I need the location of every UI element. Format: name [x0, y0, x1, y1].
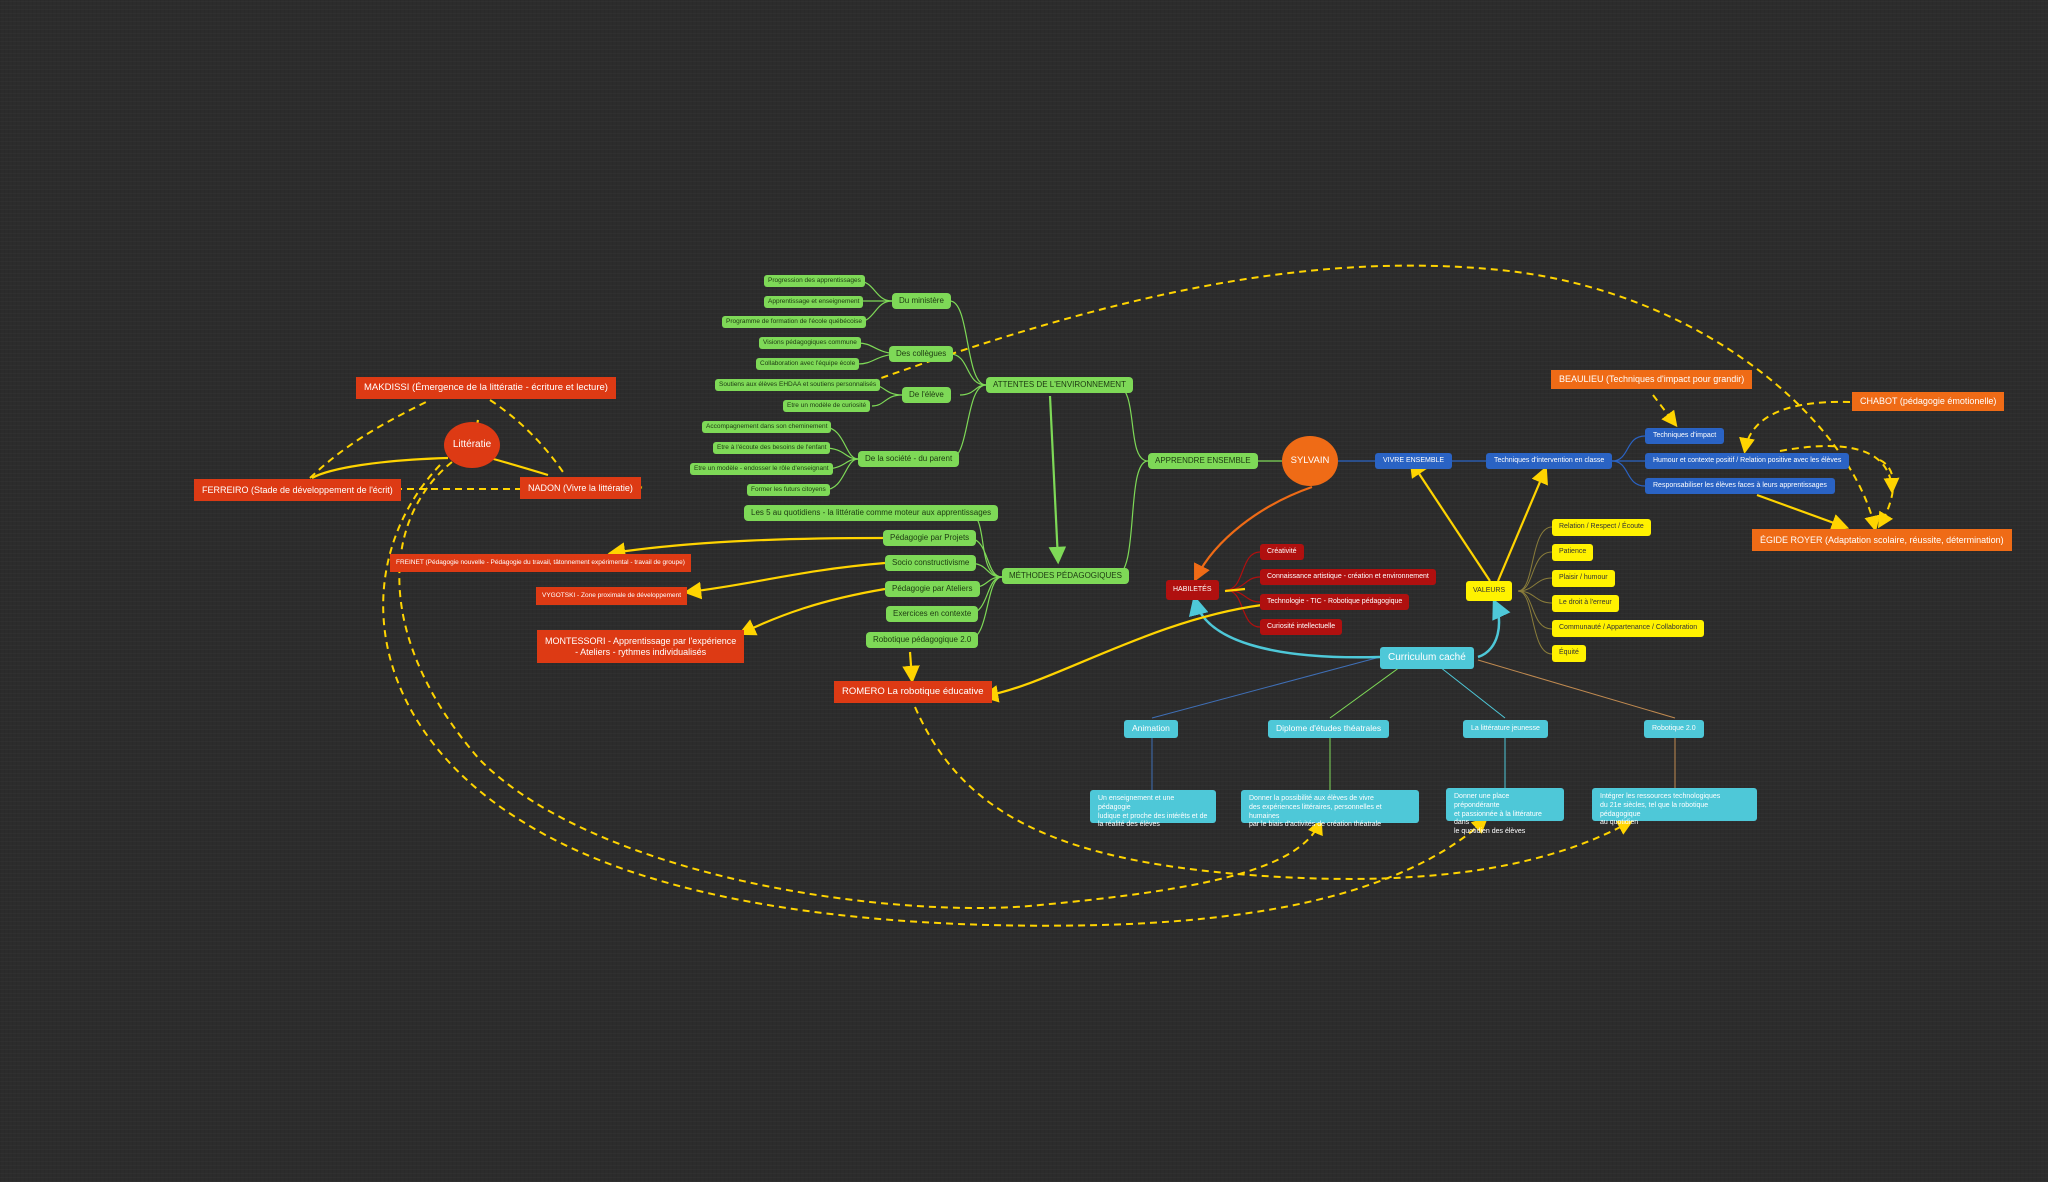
valeur-patience[interactable]: Patience — [1552, 544, 1594, 561]
montessori-line-1: MONTESSORI - Apprentissage par l'expérie… — [545, 636, 737, 647]
habilete-curiosite[interactable]: Curiosité intellectuelle — [1260, 619, 1343, 635]
vygotski-node[interactable]: VYGOTSKI - Zone proximale de développeme… — [536, 587, 688, 605]
leaf-soutiens[interactable]: Soutiens aux élèves EHDAA et soutiens pe… — [715, 379, 881, 391]
habilete-creativite[interactable]: Créativité — [1260, 544, 1304, 560]
leaf-citoyens[interactable]: Former les futurs citoyens — [747, 484, 830, 496]
valeur-equite[interactable]: Équité — [1552, 645, 1586, 662]
curriculum-diplome[interactable]: Diplome d'études théatrales — [1268, 720, 1390, 738]
leaf-progression[interactable]: Progression des apprentissages — [764, 275, 865, 287]
method-5-quotidiens[interactable]: Les 5 au quotidiens - la littératie comm… — [744, 505, 999, 521]
curriculum-animation[interactable]: Animation — [1124, 720, 1178, 738]
leaf-modele-role[interactable]: Etre un modèle - endosser le rôle d'ense… — [690, 463, 833, 475]
curriculum-litterature-desc[interactable]: Donner une place prépondérante et passio… — [1446, 788, 1564, 835]
node-eleve[interactable]: De l'élève — [902, 387, 951, 403]
valeur-erreur[interactable]: Le droit à l'erreur — [1552, 595, 1619, 612]
sylvain-central-node[interactable]: SYLVAIN — [1282, 436, 1338, 486]
method-socio[interactable]: Socio constructivisme — [885, 555, 977, 571]
tech-responsabiliser[interactable]: Responsabiliser les élèves faces à leurs… — [1645, 478, 1835, 494]
node-techniques-intervention[interactable]: Techniques d'intervention en classe — [1486, 453, 1613, 469]
leaf-apprentissage[interactable]: Apprentissage et enseignement — [764, 296, 864, 308]
curriculum-animation-desc[interactable]: Un enseignement et une pédagogie ludique… — [1090, 790, 1216, 828]
node-methodes[interactable]: MÉTHODES PÉDAGOGIQUES — [1002, 568, 1129, 584]
litteratie-node[interactable]: Littératie — [444, 422, 500, 468]
leaf-programme[interactable]: Programme de formation de l'école québéc… — [722, 316, 867, 328]
node-ministere[interactable]: Du ministère — [892, 293, 951, 309]
chabot-node[interactable]: CHABOT (pédagogie émotionelle) — [1852, 392, 2005, 411]
valeur-plaisir[interactable]: Plaisir / humour — [1552, 570, 1615, 587]
method-robotique[interactable]: Robotique pédagogique 2.0 — [866, 632, 979, 648]
node-societe[interactable]: De la société - du parent — [858, 451, 960, 467]
curriculum-diplome-desc[interactable]: Donner la possibilité aux élèves de vivr… — [1241, 790, 1419, 828]
node-collegues[interactable]: Des collègues — [889, 346, 954, 362]
node-valeurs[interactable]: VALEURS — [1466, 581, 1513, 601]
curriculum-robotique-desc[interactable]: Intégrer les ressources technologiques d… — [1592, 788, 1757, 826]
node-vivre-ensemble[interactable]: VIVRE ENSEMBLE — [1375, 453, 1453, 469]
makdissi-node[interactable]: MAKDISSI (Émergence de la littératie - é… — [356, 377, 616, 399]
freinet-node[interactable]: FREINET (Pédagogie nouvelle - Pédagogie … — [390, 554, 691, 572]
curriculum-robotique[interactable]: Robotique 2.0 — [1644, 720, 1704, 738]
habilete-connaissance[interactable]: Connaissance artistique - création et en… — [1260, 569, 1436, 585]
method-projets[interactable]: Pédagogie par Projets — [883, 530, 977, 546]
egide-royer-node[interactable]: ÉGIDE ROYER (Adaptation scolaire, réussi… — [1752, 529, 2012, 551]
ferreiro-node[interactable]: FERREIRO (Stade de développement de l'éc… — [194, 479, 401, 501]
beaulieu-node[interactable]: BEAULIEU (Techniques d'impact pour grand… — [1551, 370, 1753, 389]
leaf-accompagnement[interactable]: Accompagnement dans son cheminement — [702, 421, 832, 433]
valeur-communaute[interactable]: Communauté / Appartenance / Collaboratio… — [1552, 620, 1705, 637]
habilete-technologie[interactable]: Technologie - TIC - Robotique pédagogiqu… — [1260, 594, 1410, 610]
montessori-line-2: - Ateliers - rythmes individualisés — [575, 646, 707, 657]
node-apprendre-ensemble[interactable]: APPRENDRE ENSEMBLE — [1148, 453, 1258, 469]
montessori-node[interactable]: MONTESSORI - Apprentissage par l'expérie… — [537, 630, 745, 663]
node-attentes[interactable]: ATTENTES DE L'ENVIRONNEMENT — [986, 377, 1133, 393]
method-exercices[interactable]: Exercices en contexte — [886, 606, 979, 622]
curriculum-litterature[interactable]: La littérature jeunesse — [1463, 720, 1548, 738]
node-habiletes[interactable]: HABILETÉS — [1166, 580, 1219, 600]
nadon-node[interactable]: NADON (Vivre la littératie) — [520, 477, 641, 499]
leaf-collaboration[interactable]: Collaboration avec l'équipe école — [756, 358, 860, 370]
method-ateliers[interactable]: Pédagogie par Ateliers — [885, 581, 980, 597]
node-curriculum-cache[interactable]: Curriculum caché — [1380, 647, 1474, 669]
romero-node[interactable]: ROMERO La robotique éducative — [834, 681, 992, 703]
leaf-ecoute-besoins[interactable]: Etre à l'écoute des besoins de l'enfant — [713, 442, 831, 454]
leaf-modele-curiosite[interactable]: Etre un modèle de curiosité — [783, 400, 871, 412]
tech-impact[interactable]: Techniques d'impact — [1645, 428, 1725, 444]
tech-humour[interactable]: Humour et contexte positif / Relation po… — [1645, 453, 1850, 469]
leaf-visions[interactable]: Visions pédagogiques commune — [759, 337, 861, 349]
valeur-relation[interactable]: Relation / Respect / Écoute — [1552, 519, 1651, 536]
